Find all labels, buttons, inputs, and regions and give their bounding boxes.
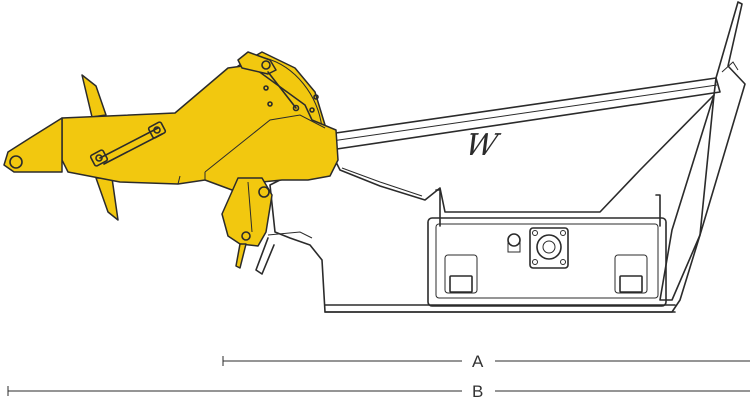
- body-cylinder: [89, 121, 167, 167]
- dimension-a: A: [222, 352, 750, 371]
- dimension-b: B: [7, 382, 750, 401]
- cutter-head-assembly: [3, 51, 339, 269]
- quick-attach-plate: [427, 189, 667, 307]
- brand-logo: W: [462, 128, 503, 163]
- dimension-b-label: B: [472, 382, 483, 401]
- dimension-a-label: A: [472, 352, 484, 371]
